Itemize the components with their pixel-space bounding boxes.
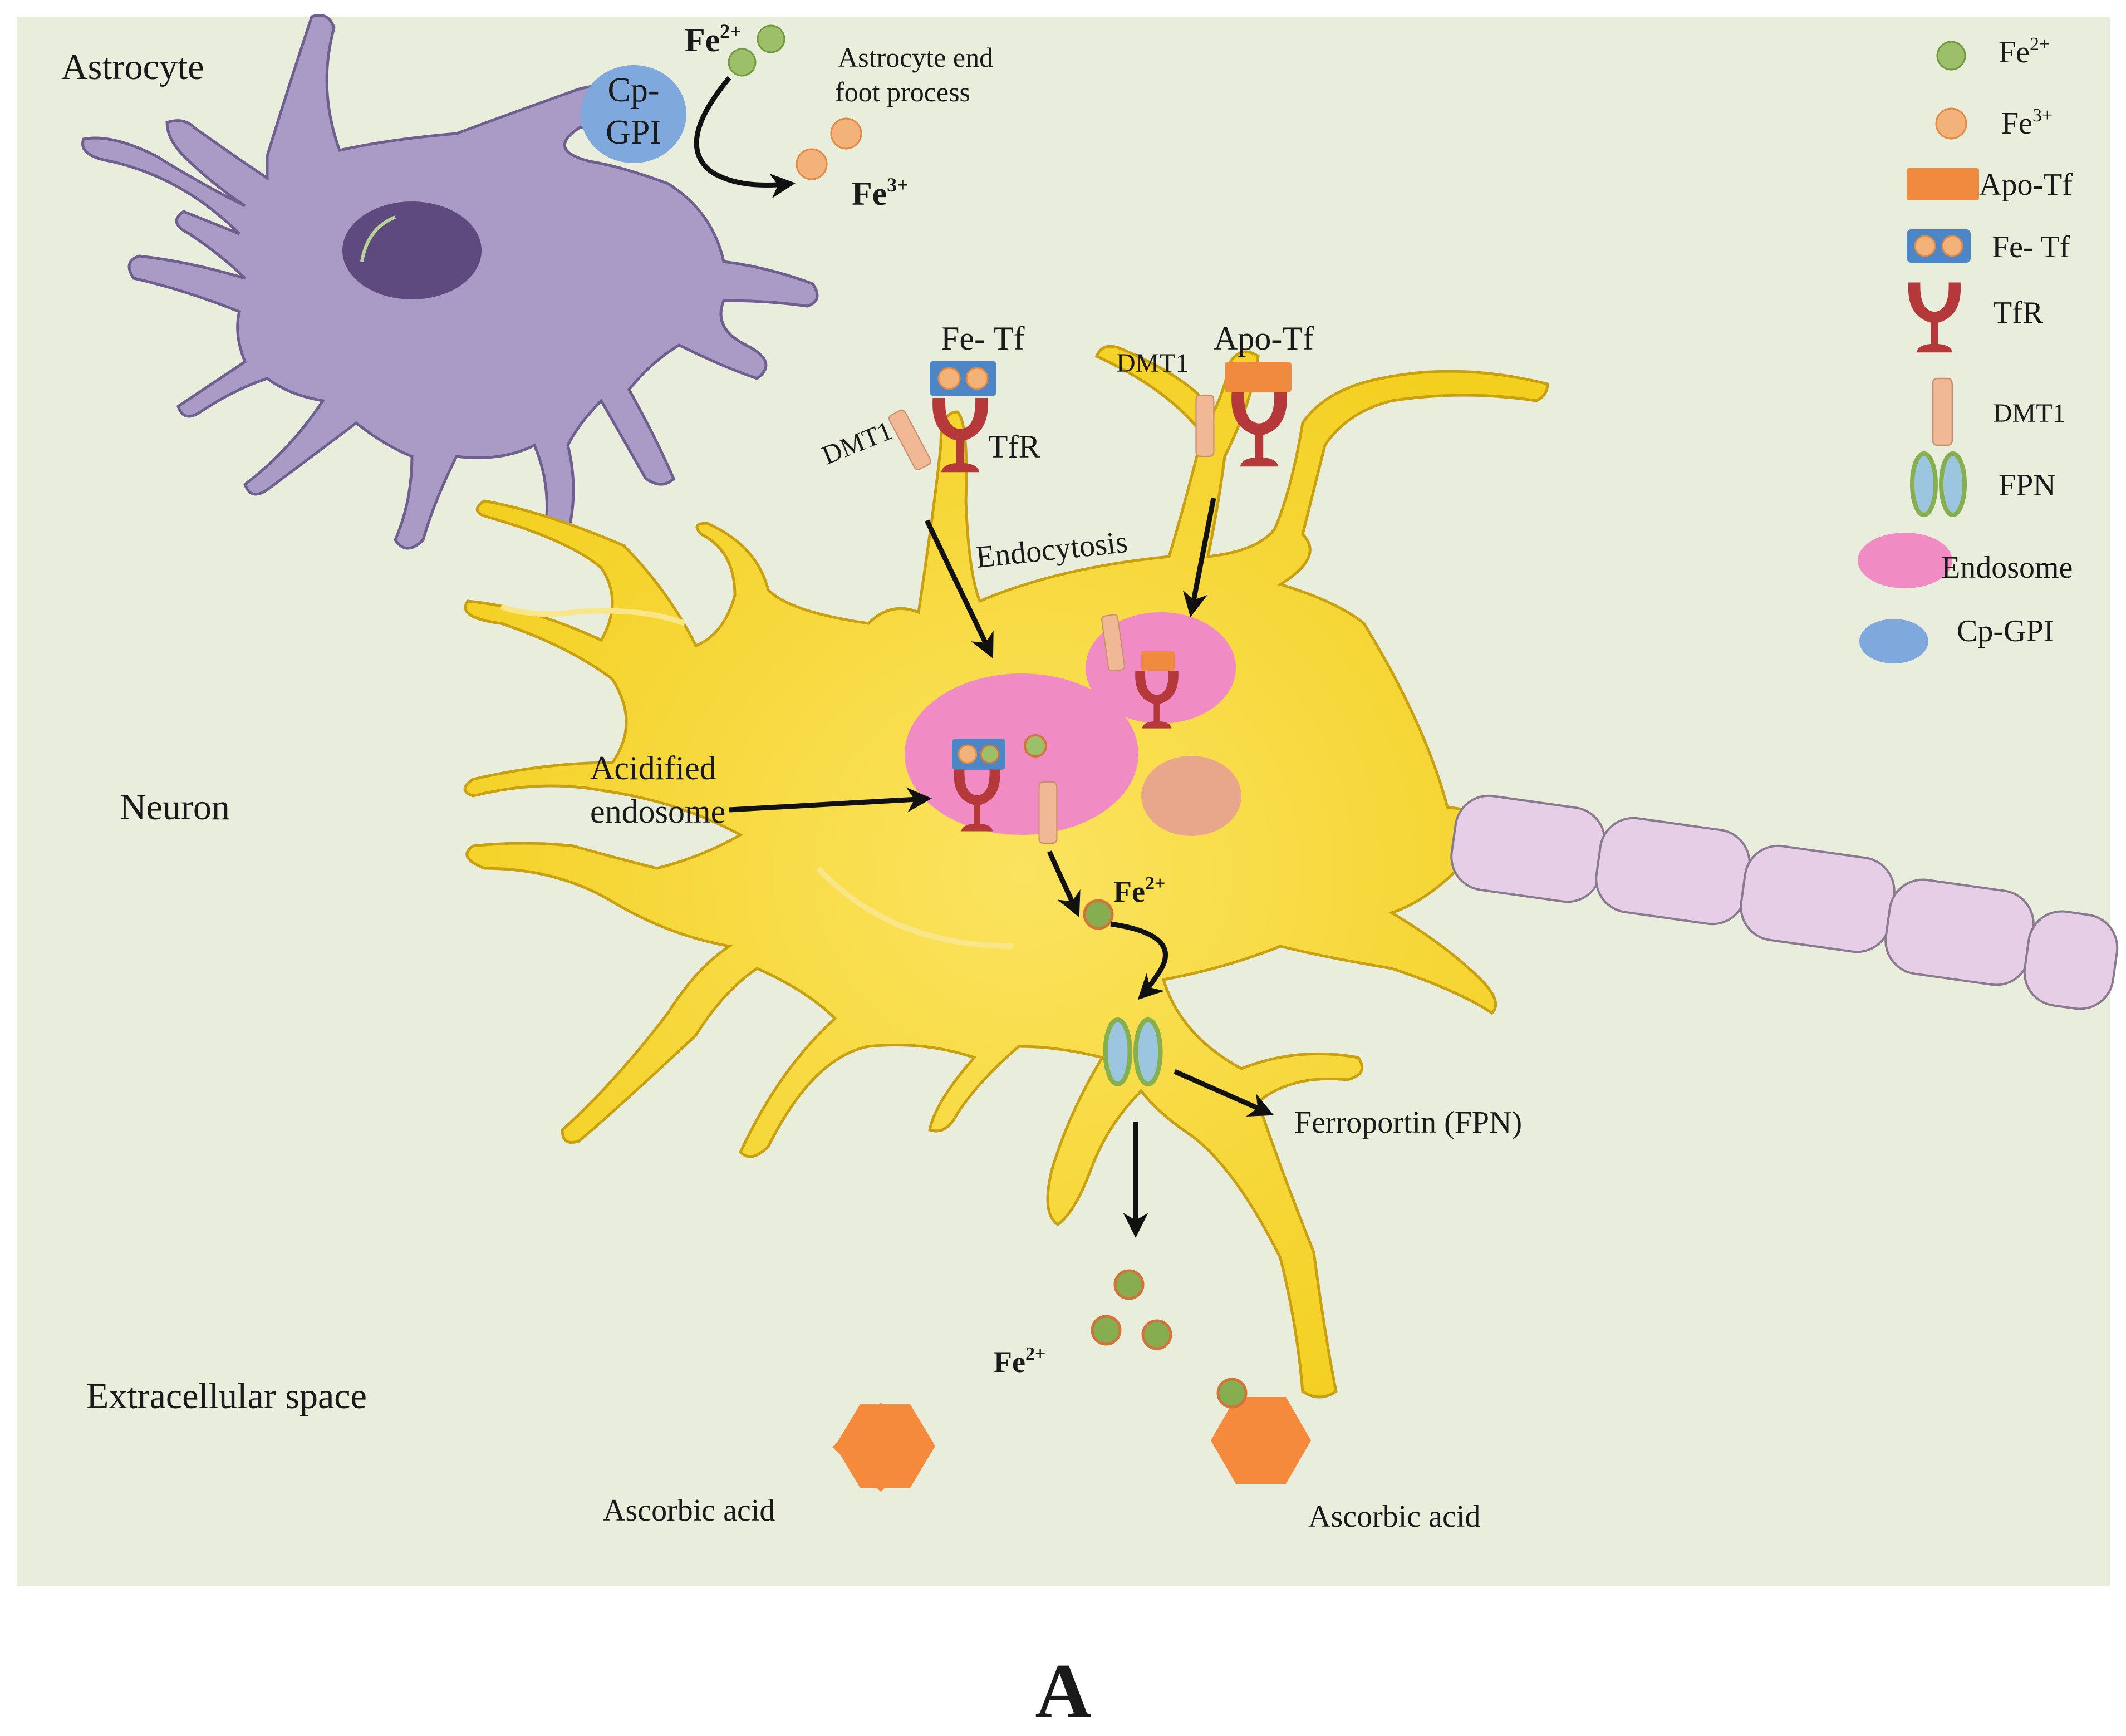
legend-apo-tf: Apo-Tf [1907,168,2073,202]
neuron-cell [463,345,1583,1399]
fe2-label-extracellular: Fe2+ [994,1344,1045,1379]
legend-tfr: TfR [1908,282,2044,353]
legend-fe-tf: Fe- Tf [1907,229,2070,264]
endocytosis-arrow-left [924,519,994,659]
endfoot-label-2: foot process [835,76,970,107]
acidified-endosome-label-2: endosome [590,793,725,830]
ascorbic-acid-hexagon-left [835,1404,935,1488]
fe-tf-label: Fe- Tf [941,320,1025,357]
fe2-ion [728,48,757,77]
fe2-ion [1091,1315,1122,1346]
svg-text:Fe- Tf: Fe- Tf [1992,230,2070,264]
svg-text:GPI: GPI [606,114,661,151]
fe2-ion [1141,1319,1172,1350]
fe2-ion [1024,734,1047,758]
fe2-ion [757,24,785,53]
dmt1-efflux-arrow [1047,850,1081,918]
acidified-endosome-arrow [729,787,932,813]
endfoot-label: Astrocyte end [838,42,993,73]
legend-endosome: Endosome [1858,533,2073,588]
dmt1-label-right: DMT1 [1116,348,1189,378]
fe2-label-top: Fe2+ [685,20,742,58]
extracellular-label: Extracellular space [86,1376,367,1417]
svg-text:DMT1: DMT1 [1993,399,2066,428]
neuron-nucleus [1141,756,1241,836]
svg-text:Cp-GPI: Cp-GPI [1957,614,2054,648]
legend-cp-gpi: Cp-GPI [1859,614,2054,663]
fe3-ion [796,148,828,180]
svg-text:Fe3+: Fe3+ [2001,105,2053,141]
legend: Fe2+ Fe3+ Apo-Tf Fe- Tf TfR DMT1 FPN [1858,34,2073,663]
fe2-ion [1113,1269,1145,1300]
ascorbic-label-left: Ascorbic acid [603,1493,775,1528]
apo-tf-label: Apo-Tf [1214,320,1314,357]
ferroportin-arrow [1174,1069,1274,1117]
svg-text:TfR: TfR [1993,296,2044,330]
tfr-label: TfR [988,429,1040,465]
fe3-ion [830,117,862,150]
ascorbic-label-right: Ascorbic acid [1308,1499,1480,1534]
axon [1450,794,2119,1010]
fe2-label-neuron: Fe2+ [1113,873,1165,908]
panel-label: A [1035,1648,1091,1734]
legend-fe3: Fe3+ [1935,105,2053,141]
astrocyte-nucleus [342,201,482,299]
svg-text:Endosome: Endosome [1941,550,2073,585]
astrocyte-label: Astrocyte [61,47,204,87]
svg-text:Fe2+: Fe2+ [1999,34,2050,70]
legend-dmt1: DMT1 [1932,377,2066,446]
fe-tf-endosome [952,739,1005,770]
acidified-endosome-label: Acidified [590,750,716,786]
endocytosis-arrow-right [1182,498,1216,617]
oxidation-arrow [694,76,796,199]
dmt1-acidified [1038,781,1058,844]
neuron-label: Neuron [120,787,230,828]
svg-text:Apo-Tf: Apo-Tf [1979,168,2073,202]
dmt1-membrane-right [1195,394,1215,458]
ferroportin-label: Ferroportin (FPN) [1294,1105,1522,1140]
ascorbic-acid-hexagon-right [1211,1397,1311,1484]
apo-tf-endosome [1141,651,1175,671]
fe2-ion [1083,899,1114,930]
legend-fe2: Fe2+ [1936,34,2050,71]
fe-tf-membrane [930,361,996,396]
svg-text:FPN: FPN [1999,468,2056,503]
fe2-to-fpn-arrow [1110,921,1168,1000]
apo-tf-membrane [1225,362,1292,392]
astrocyte-cell [81,14,819,550]
fe3-label-top: Fe3+ [852,174,909,212]
cp-gpi: Cp- GPI [581,65,686,163]
svg-text:Cp-: Cp- [608,71,660,109]
fe2-ion [1216,1378,1248,1409]
legend-fpn: FPN [1912,454,2056,515]
